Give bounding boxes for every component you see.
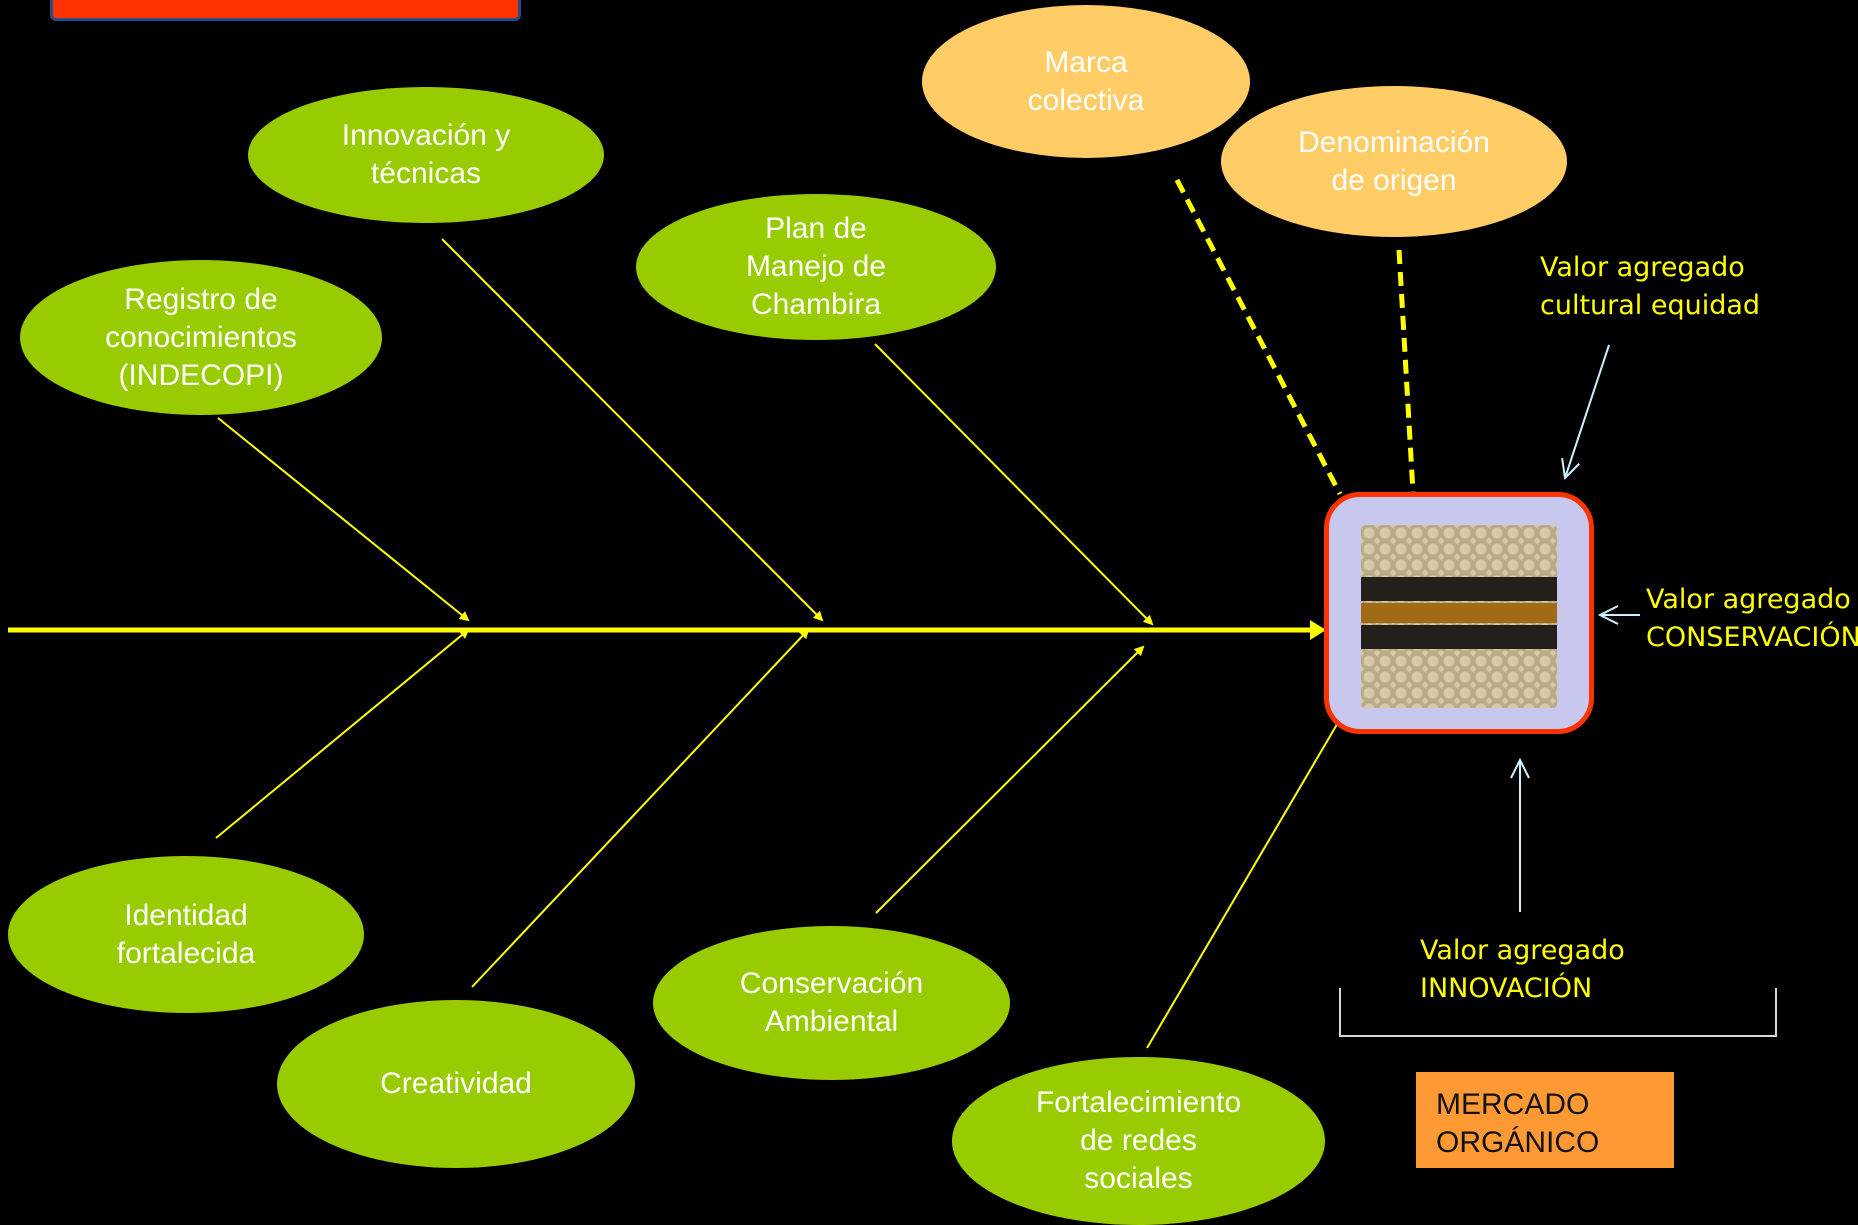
node-identidad: Identidad fortalecida — [8, 856, 364, 1013]
node-conservacion: Conservación Ambiental — [653, 926, 1010, 1080]
product-image-box — [1324, 492, 1594, 734]
node-creatividad: Creatividad — [277, 1000, 635, 1168]
bone-fortalecimiento — [1146, 707, 1348, 1049]
spine-arrowhead — [1310, 620, 1326, 640]
bone-creatividad — [471, 628, 810, 988]
node-fortalecimiento: Fortalecimiento de redes sociales — [952, 1057, 1325, 1225]
bracket — [1339, 988, 1777, 1037]
dashed-marca — [1174, 178, 1343, 496]
node-innovacion: Innovación y técnicas — [248, 87, 604, 223]
node-plan: Plan de Manejo de Chambira — [636, 194, 996, 340]
label-conservacion: Valor agregado CONSERVACIÓN — [1646, 584, 1858, 653]
arrow-cultural — [1565, 344, 1610, 478]
bone-plan — [874, 343, 1154, 626]
node-denominacion: Denominación de origen — [1221, 86, 1567, 237]
node-registro: Registro de conocimientos (INDECOPI) — [20, 260, 382, 415]
node-marca: Marca colectiva — [922, 5, 1250, 158]
market-box: MERCADO ORGÁNICO COMERCIO JUSTO — [1416, 1072, 1674, 1168]
bone-registro — [217, 417, 470, 622]
label-cultural: Valor agregado cultural equidad — [1540, 252, 1761, 321]
bone-innovacion — [441, 238, 824, 622]
woven-chambira-image — [1361, 525, 1557, 708]
title-box — [50, 0, 521, 21]
dashed-denominacion — [1396, 249, 1416, 493]
label-innovacion: Valor agregado INNOVACIÓN — [1420, 935, 1625, 1004]
bone-identidad — [215, 628, 470, 839]
bone-conservacion — [875, 645, 1145, 914]
